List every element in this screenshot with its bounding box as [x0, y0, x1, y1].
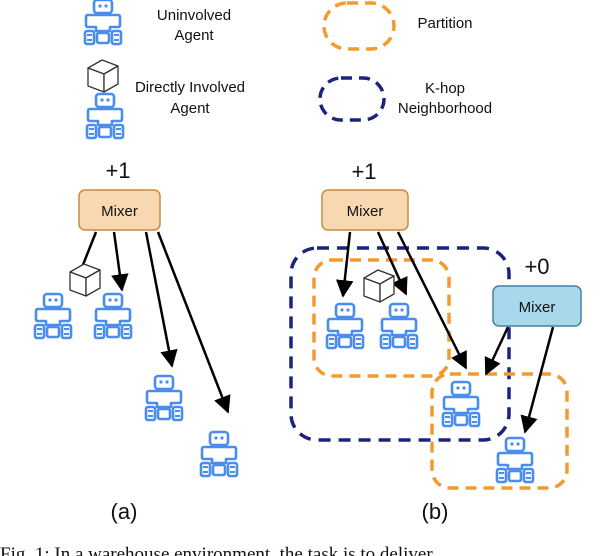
- legend-khop-label-1: K-hop: [425, 80, 465, 97]
- panel-b-robot-3-icon: [441, 380, 481, 428]
- panel-b-robot-2-icon: [379, 302, 419, 350]
- legend-partition-shape: [322, 1, 396, 51]
- panel-b-mixer-side-label: Mixer: [519, 299, 556, 316]
- panel-b-arrow-4: [484, 326, 510, 376]
- panel-a-robot-3-icon: [144, 374, 184, 422]
- panel-a-arrow-2: [111, 231, 129, 292]
- panel-b-reward-main: +1: [351, 159, 376, 184]
- panel-a-mixer-label: Mixer: [101, 203, 138, 220]
- panel-b-partition-2: [430, 372, 569, 490]
- legend-khop-label-2: Neighborhood: [398, 100, 492, 117]
- panel-a-mixer-box: [78, 189, 161, 231]
- panel-a-robot-1-icon: [33, 292, 73, 340]
- panel-b-arrow-2: [376, 231, 408, 296]
- panel-b-mixer-main-label: Mixer: [347, 203, 384, 220]
- panel-b-mixer-side-box: [492, 285, 582, 327]
- panel-a-box-icon: [69, 263, 101, 297]
- panel-b-arrow-3: [396, 231, 468, 370]
- panel-b-arrow-1: [336, 231, 354, 298]
- figure-caption: Fig. 1: In a warehouse environment, the …: [0, 544, 433, 556]
- panel-b-partition-1: [312, 258, 451, 378]
- panel-a-arrow-4: [156, 231, 231, 414]
- legend-khop-shape: [318, 76, 386, 122]
- legend-involved-label-2: Agent: [170, 100, 210, 117]
- legend-involved-robot-icon: [85, 92, 125, 140]
- panel-a-label: (a): [111, 499, 138, 524]
- legend-box-icon: [87, 59, 119, 93]
- panel-a-robot-4-icon: [199, 430, 239, 478]
- panel-b-label: (b): [422, 499, 449, 524]
- panel-b-reward-side: +0: [524, 254, 549, 279]
- panel-b-box-icon: [363, 269, 395, 303]
- panel-a-reward: +1: [105, 158, 130, 183]
- legend-partition-label: Partition: [417, 15, 472, 32]
- panel-b-arrow-5: [520, 326, 555, 434]
- panel-a-arrow-3: [144, 231, 178, 368]
- panel-b-robot-1-icon: [325, 302, 365, 350]
- panel-b-khop-neighborhood: [289, 246, 511, 442]
- panel-b-robot-4-icon: [495, 436, 535, 484]
- legend-involved-label-1: Directly Involved: [135, 79, 245, 96]
- panel-b-mixer-main-box: [321, 189, 409, 231]
- legend-uninvolved-label-2: Agent: [174, 27, 214, 44]
- panel-a-robot-2-icon: [93, 292, 133, 340]
- legend-uninvolved-label-1: Uninvolved: [157, 7, 231, 24]
- legend-uninvolved-robot-icon: [83, 0, 123, 46]
